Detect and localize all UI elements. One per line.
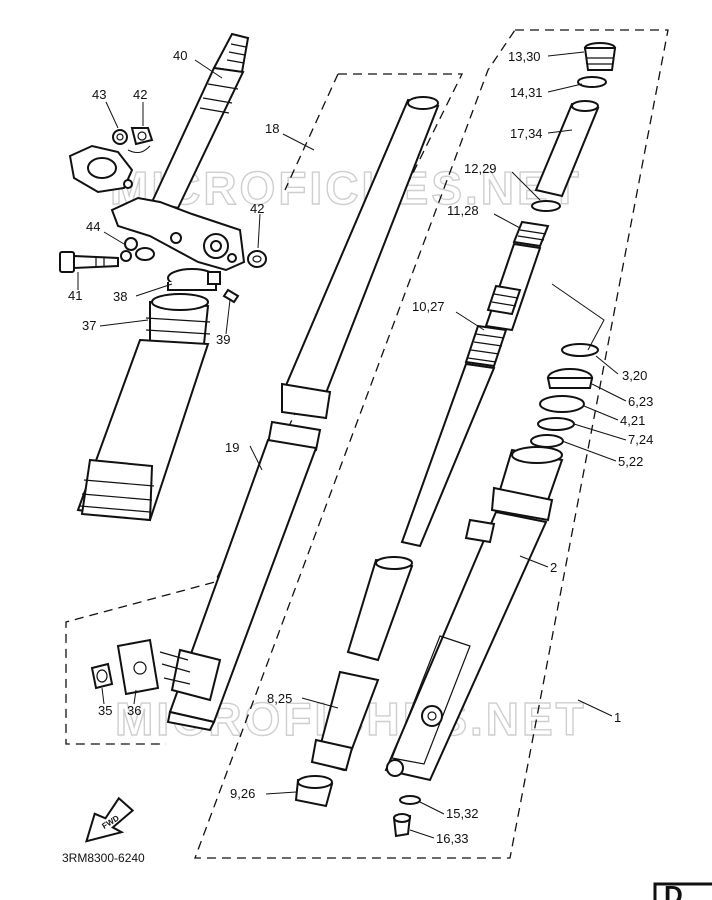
gasket-15-32 bbox=[399, 795, 421, 805]
callout-6-23: 6,23 bbox=[628, 394, 653, 409]
oil-seal-4-21 bbox=[539, 395, 585, 413]
callout-17-34: 17,34 bbox=[510, 126, 543, 141]
axle-holder-36 bbox=[116, 638, 191, 696]
washer-44 bbox=[120, 237, 155, 262]
callout-36: 36 bbox=[127, 703, 141, 718]
callout-13-30: 13,30 bbox=[508, 49, 541, 64]
callout-2: 2 bbox=[550, 560, 557, 575]
callout-labels: 40 43 42 18 13,30 14,31 17,34 12,29 11,2… bbox=[68, 48, 653, 846]
washer-12-29 bbox=[531, 200, 561, 212]
callout-14-31: 14,31 bbox=[510, 85, 543, 100]
dashed-group-outlines bbox=[65, 29, 669, 859]
callout-41: 41 bbox=[68, 288, 82, 303]
nut-43 bbox=[112, 129, 128, 145]
callout-8-25: 8,25 bbox=[267, 691, 292, 706]
callout-5-22: 5,22 bbox=[618, 454, 643, 469]
nut-35 bbox=[90, 662, 114, 690]
cap-bolt-13-30 bbox=[583, 42, 617, 71]
outer-tube-19 bbox=[166, 438, 318, 732]
collar-8-25 bbox=[310, 556, 414, 772]
callout-39: 39 bbox=[216, 332, 230, 347]
callout-38: 38 bbox=[113, 289, 127, 304]
spring-10-27 bbox=[400, 324, 508, 548]
fork-boot-37 bbox=[76, 293, 211, 522]
callout-42-right: 42 bbox=[250, 201, 264, 216]
callout-43: 43 bbox=[92, 87, 106, 102]
fwd-arrow-icon: FWD bbox=[84, 796, 135, 843]
callout-10-27: 10,27 bbox=[412, 299, 445, 314]
bolt-41 bbox=[59, 251, 119, 273]
spacer-17-34 bbox=[534, 100, 600, 198]
bolt-16-33 bbox=[392, 813, 412, 838]
drawing-code: 3RM8300-6240 bbox=[62, 851, 145, 865]
inner-tube-18 bbox=[266, 96, 440, 452]
screw-39 bbox=[222, 288, 240, 304]
clamp-band-38 bbox=[167, 268, 221, 291]
washer-42-top bbox=[130, 127, 154, 146]
callout-18: 18 bbox=[265, 121, 279, 136]
callout-16-33: 16,33 bbox=[436, 831, 469, 846]
callout-3-20: 3,20 bbox=[622, 368, 647, 383]
leader-lines bbox=[77, 51, 627, 839]
under-bracket bbox=[68, 144, 246, 272]
callout-4-21: 4,21 bbox=[620, 413, 645, 428]
callout-11-28: 11,28 bbox=[447, 203, 479, 218]
corner-letter-box: D bbox=[653, 880, 712, 900]
bushing-5-22 bbox=[530, 434, 564, 448]
washer-7-24 bbox=[537, 417, 575, 431]
washer-42-right bbox=[247, 250, 267, 268]
damper-rod-11-28 bbox=[484, 220, 550, 332]
callout-7-24: 7,24 bbox=[628, 432, 653, 447]
outer-tube-2 bbox=[384, 446, 564, 782]
callout-12-29: 12,29 bbox=[464, 161, 497, 176]
callout-1: 1 bbox=[614, 710, 621, 725]
callout-15-32: 15,32 bbox=[446, 806, 479, 821]
oil-lock-9-26 bbox=[294, 775, 334, 808]
callout-40: 40 bbox=[173, 48, 187, 63]
callout-9-26: 9,26 bbox=[230, 786, 255, 801]
leader-43-curve bbox=[127, 145, 151, 153]
circlip-3-20 bbox=[561, 343, 599, 357]
oil-seal-stack bbox=[530, 343, 599, 448]
callout-44: 44 bbox=[86, 219, 100, 234]
callout-42-top: 42 bbox=[133, 87, 147, 102]
callout-37: 37 bbox=[82, 318, 96, 333]
corner-letter: D bbox=[664, 880, 683, 900]
callout-19: 19 bbox=[225, 440, 239, 455]
callout-35: 35 bbox=[98, 703, 112, 718]
o-ring-14-31 bbox=[577, 76, 607, 88]
